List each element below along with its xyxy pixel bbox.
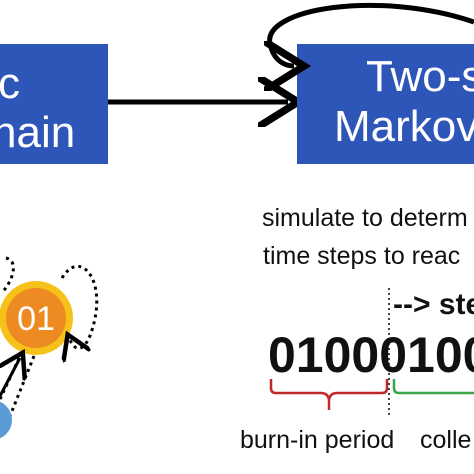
self-loop-arrow [270,2,474,66]
collection-bracket [392,379,474,395]
left-process-box [0,44,108,164]
state-node-01 [6,288,66,348]
burn-in-bracket [269,379,389,410]
collection-label: colle [420,426,471,454]
right-box-line2: Markov [334,102,474,151]
incoming-dotted-transition [0,256,15,294]
bit-string: 01000100 [268,327,474,383]
down-transition-b [8,355,36,417]
steps-label: --> ste [393,288,474,321]
left-box-line1: c [0,59,20,108]
right-box-line1: Two-s [366,52,474,101]
left-box-line2: hain [0,108,75,157]
right-process-box [297,44,474,164]
simulate-line2: time steps to reac [263,242,460,270]
simulate-line1: simulate to determ [262,204,468,232]
burn-in-label: burn-in period [240,426,394,454]
small-state-node [0,401,12,439]
state-node-label: 01 [17,300,55,338]
up-transition-arrow [0,358,20,397]
